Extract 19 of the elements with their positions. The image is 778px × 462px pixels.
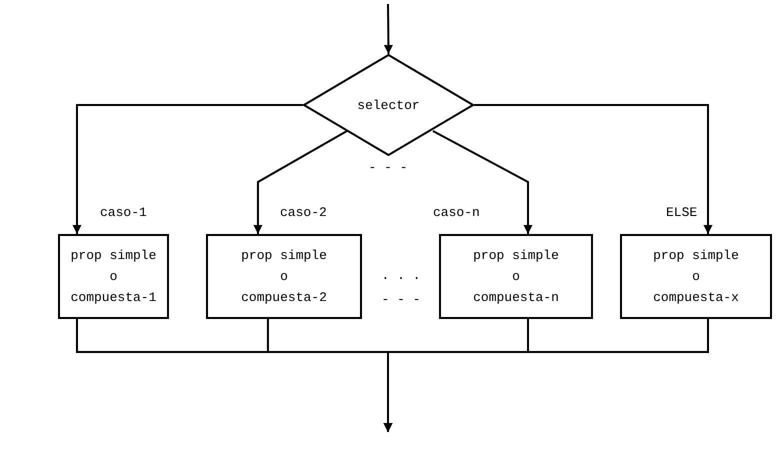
arrow — [384, 4, 393, 54]
process-text: prop simple o compuesta-2 — [241, 247, 327, 307]
dash-marks: - - - — [367, 160, 408, 176]
arrow — [72, 104, 303, 234]
dash-marks: - - - — [380, 292, 422, 308]
arrow — [432, 130, 532, 234]
arrow — [384, 319, 709, 432]
arrow — [253, 130, 348, 234]
decision-label: selector — [357, 96, 420, 114]
ellipsis-dots: . . . — [380, 268, 422, 284]
process-box — [620, 234, 772, 319]
process-text: prop simple o compuesta-n — [473, 247, 559, 307]
process-text: prop simple o compuesta-x — [653, 247, 739, 307]
process-box — [439, 234, 593, 319]
process-box — [206, 234, 362, 319]
arrow — [474, 104, 712, 234]
process-box — [58, 234, 169, 319]
decision-diamond — [303, 54, 474, 156]
process-text: prop simple o compuesta-1 — [70, 247, 156, 307]
